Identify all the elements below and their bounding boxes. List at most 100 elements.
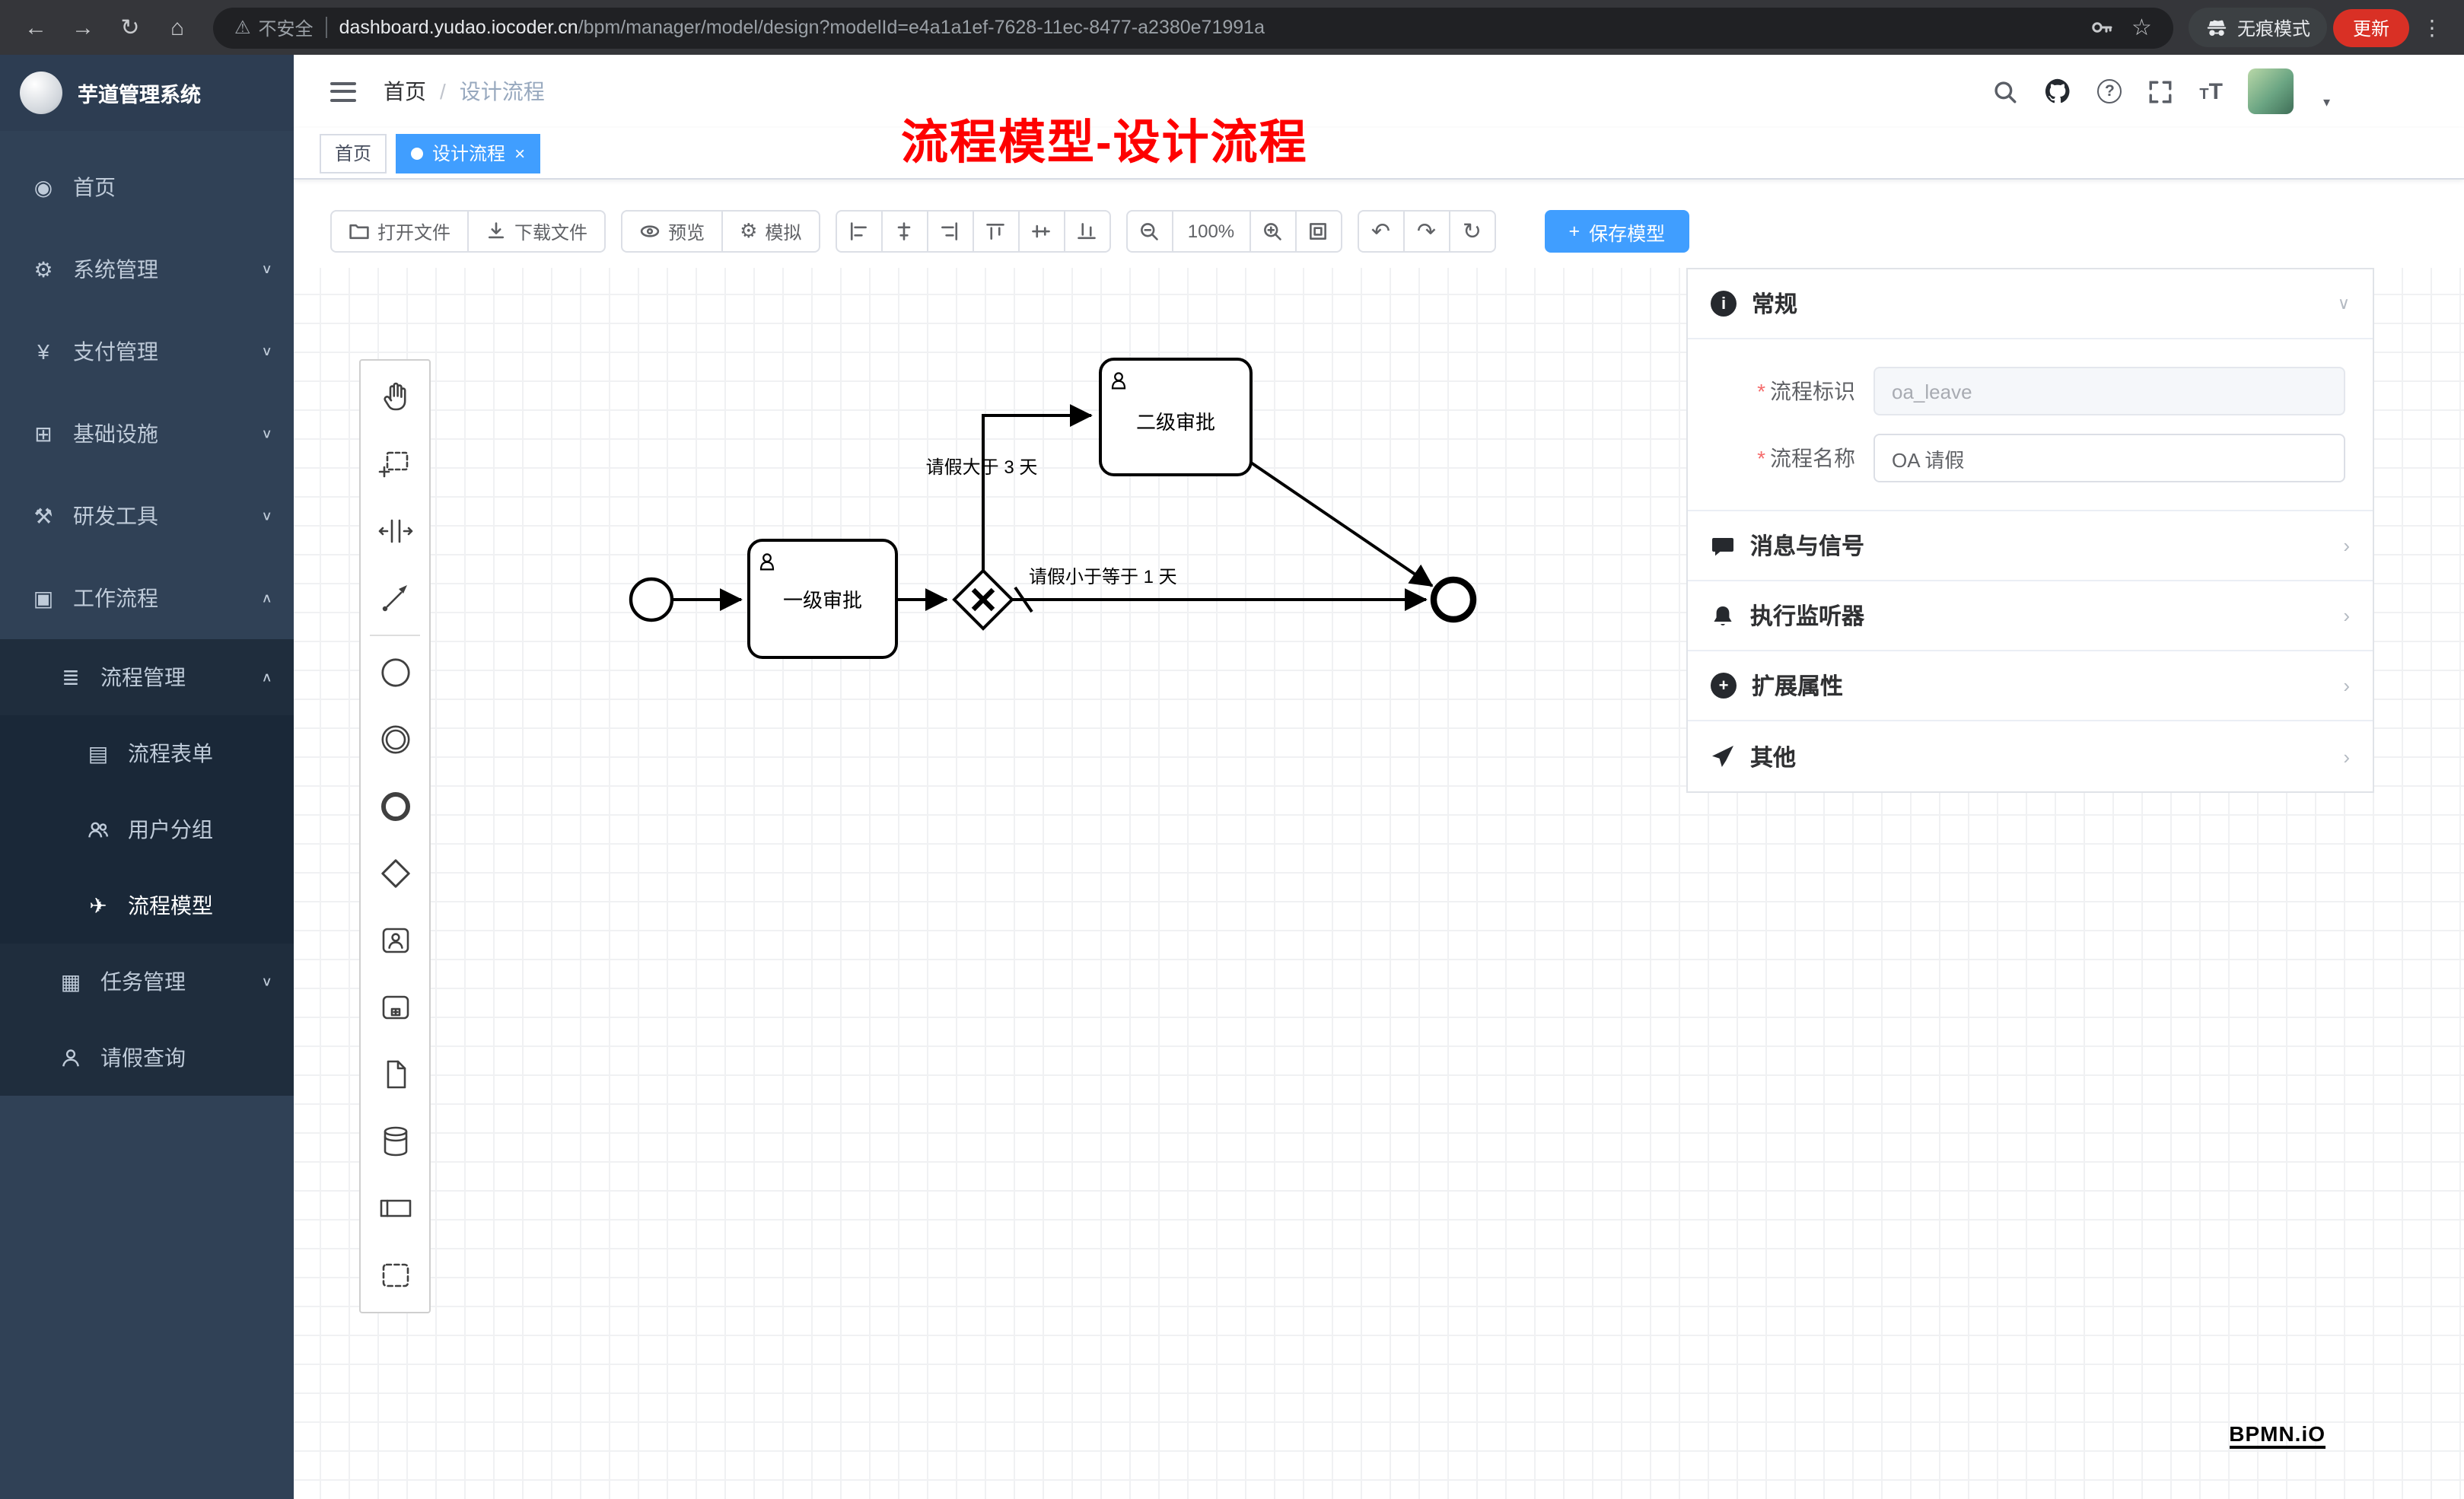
hand-tool[interactable]	[361, 364, 429, 431]
align-left-button[interactable]	[835, 210, 883, 253]
zoom-reset-button[interactable]	[1294, 210, 1342, 253]
home-icon[interactable]: ⌂	[170, 14, 185, 40]
sidebar-item-home[interactable]: ◉ 首页	[0, 146, 294, 228]
create-participant[interactable]	[361, 1175, 429, 1242]
fullscreen-icon[interactable]	[2147, 78, 2173, 104]
align-center-button[interactable]	[880, 210, 928, 253]
panel-section-other[interactable]: 其他 ›	[1688, 721, 2373, 791]
align-bottom-button[interactable]	[1063, 210, 1111, 253]
sidebar-item-user-group[interactable]: 用户分组	[0, 791, 294, 867]
panel-section-messages[interactable]: 消息与信号 ›	[1688, 511, 2373, 581]
tab-home[interactable]: 首页	[320, 133, 387, 173]
address-bar[interactable]: ⚠ 不安全 dashboard.yudao.iocoder.cn/bpm/man…	[213, 7, 2173, 48]
redo-button[interactable]: ↷	[1402, 210, 1450, 253]
forward-icon[interactable]: →	[72, 14, 94, 40]
zoom-out-button[interactable]	[1125, 210, 1173, 253]
tab-design-process[interactable]: 设计流程 ×	[396, 133, 541, 173]
collapse-sidebar-icon[interactable]	[330, 81, 356, 101]
button-label: 模拟	[765, 221, 802, 243]
menu-kebab-icon[interactable]: ⋮	[2421, 14, 2443, 39]
sidebar-item-workflow[interactable]: ▣ 工作流程 ∧	[0, 557, 294, 639]
create-user-task[interactable]	[361, 907, 429, 974]
sidebar-item-devtools[interactable]: ⚒ 研发工具 ∨	[0, 475, 294, 557]
sidebar-menu: ◉ 首页 ⚙ 系统管理 ∨ ¥ 支付管理 ∨ ⊞ 基础设施 ∨	[0, 131, 294, 1096]
open-file-button[interactable]: 打开文件	[330, 210, 470, 253]
align-right-button[interactable]	[926, 210, 974, 253]
update-button[interactable]: 更新	[2332, 8, 2409, 46]
zoom-in-button[interactable]	[1249, 210, 1297, 253]
align-middle-button[interactable]	[1017, 210, 1065, 253]
button-label: 保存模型	[1589, 223, 1666, 244]
sidebar-item-system[interactable]: ⚙ 系统管理 ∨	[0, 228, 294, 310]
breadcrumb-home[interactable]: 首页	[384, 79, 426, 103]
panel-section-extended[interactable]: + 扩展属性 ›	[1688, 651, 2373, 721]
create-subprocess[interactable]	[361, 974, 429, 1041]
task-second-approval[interactable]	[1099, 358, 1253, 476]
space-icon	[377, 519, 412, 543]
restart-button[interactable]: ↻	[1448, 210, 1496, 253]
sidebar-item-process-form[interactable]: ▤ 流程表单	[0, 715, 294, 791]
exclusive-gateway[interactable]	[952, 568, 1014, 631]
sequence-flows[interactable]	[673, 404, 1434, 613]
bookmark-star-icon[interactable]: ☆	[2131, 15, 2152, 41]
create-data-store[interactable]	[361, 1108, 429, 1175]
flow-gateway-to-task2[interactable]	[982, 404, 1093, 571]
create-group[interactable]	[361, 1242, 429, 1309]
save-model-button[interactable]: + 保存模型	[1544, 210, 1690, 253]
app-logo[interactable]: 芋道管理系统	[0, 55, 294, 131]
key-icon[interactable]	[2089, 15, 2113, 40]
create-end-event[interactable]	[361, 773, 429, 840]
participant-icon	[379, 1199, 411, 1217]
hand-icon	[383, 382, 406, 411]
preview-button[interactable]: 预览	[621, 210, 724, 253]
search-icon[interactable]	[1992, 78, 2018, 104]
bpmn-io-watermark[interactable]: BPMN.iO	[2229, 1421, 2326, 1449]
align-top-button[interactable]	[972, 210, 1020, 253]
zoom-level[interactable]: 100%	[1171, 210, 1251, 253]
chevron-right-icon: ›	[2343, 604, 2350, 627]
gear-icon: ⚙	[33, 256, 53, 281]
panel-section-general[interactable]: i 常规 ∨	[1688, 269, 2373, 339]
github-icon[interactable]	[2044, 78, 2071, 105]
create-gateway[interactable]	[361, 840, 429, 907]
not-secure-label[interactable]: ⚠ 不安全	[234, 14, 314, 40]
flow-task2-to-end[interactable]	[1250, 461, 1434, 587]
create-intermediate-event[interactable]	[361, 706, 429, 773]
close-icon[interactable]: ×	[514, 142, 526, 164]
sidebar-item-payment[interactable]: ¥ 支付管理 ∨	[0, 310, 294, 393]
chevron-down-icon: ∨	[261, 508, 272, 524]
help-icon[interactable]: ?	[2097, 79, 2122, 103]
panel-section-listeners[interactable]: 执行监听器 ›	[1688, 581, 2373, 651]
chevron-down-icon: ∨	[261, 344, 272, 359]
create-data-object[interactable]	[361, 1041, 429, 1108]
required-mark: *	[1757, 379, 1765, 403]
sidebar-item-task-management[interactable]: ▦ 任务管理 ∨	[0, 944, 294, 1020]
start-event[interactable]	[629, 577, 674, 622]
undo-button[interactable]: ↶	[1357, 210, 1405, 253]
process-name-input[interactable]	[1873, 434, 2345, 482]
task-first-approval[interactable]	[747, 539, 898, 659]
space-tool[interactable]	[361, 498, 429, 565]
global-connect-tool[interactable]	[361, 565, 429, 632]
download-file-button[interactable]: 下载文件	[467, 210, 606, 253]
lasso-tool[interactable]	[361, 431, 429, 498]
user-avatar[interactable]	[2248, 68, 2294, 114]
caret-down-icon[interactable]: ▾	[2322, 94, 2330, 110]
create-start-event[interactable]	[361, 639, 429, 706]
sidebar-item-process-management[interactable]: ≣ 流程管理 ∧	[0, 639, 294, 715]
chevron-down-icon: ∨	[261, 974, 272, 989]
sidebar-item-leave-query[interactable]: 请假查询	[0, 1020, 294, 1096]
end-event[interactable]	[1430, 576, 1477, 623]
document-icon: ▤	[88, 740, 109, 765]
incognito-badge: 无痕模式	[2188, 8, 2327, 47]
reload-icon[interactable]: ↻	[120, 15, 140, 41]
back-icon[interactable]: ←	[24, 14, 47, 40]
sidebar-item-infrastructure[interactable]: ⊞ 基础设施 ∨	[0, 393, 294, 475]
sidebar-item-process-model[interactable]: ✈ 流程模型	[0, 867, 294, 944]
default-flow-marker	[1014, 586, 1033, 613]
simulate-button[interactable]: ⚙ 模拟	[721, 210, 820, 253]
task1-label: 一级审批	[783, 589, 862, 612]
sidebar-item-label: 支付管理	[73, 339, 158, 364]
